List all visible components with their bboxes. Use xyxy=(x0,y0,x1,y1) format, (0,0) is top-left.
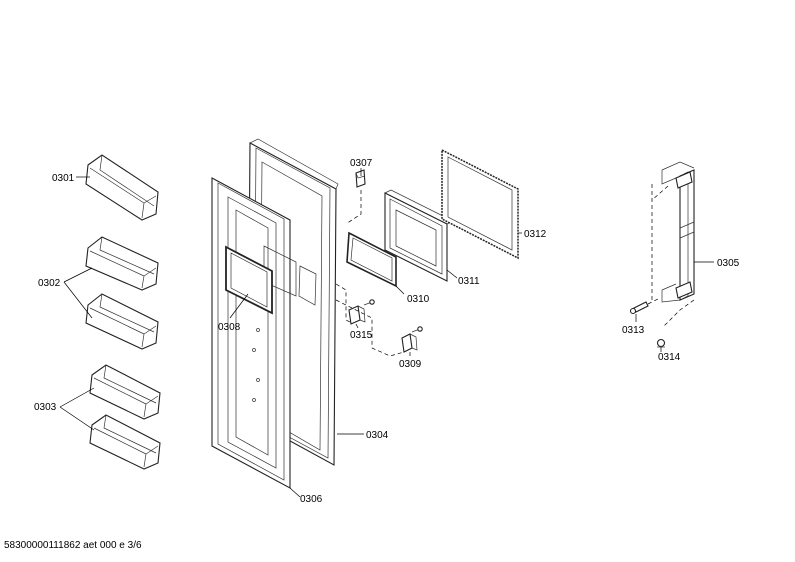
label-0304: 0304 xyxy=(366,430,389,441)
gasket-frame-0312 xyxy=(441,148,519,260)
label-0310: 0310 xyxy=(407,294,430,305)
bracket-0315 xyxy=(348,299,375,325)
label-0307: 0307 xyxy=(350,158,373,169)
label-0312: 0312 xyxy=(524,229,547,240)
label-0301: 0301 xyxy=(52,173,75,184)
label-0303: 0303 xyxy=(34,402,57,413)
door-liner-0306 xyxy=(211,177,297,489)
dispenser-frame-0308 xyxy=(225,245,273,315)
dispenser-housing-0311 xyxy=(384,189,454,282)
door-bin-0303-upper xyxy=(89,364,161,420)
door-bin-0301 xyxy=(85,154,159,221)
document-footer: 58300000111862 aet 000 e 3/6 xyxy=(4,540,142,551)
label-0302: 0302 xyxy=(38,278,61,289)
screw-0313 xyxy=(629,297,661,315)
door-bin-0303-lower xyxy=(89,414,161,470)
label-0315: 0315 xyxy=(350,330,373,341)
clip-0307 xyxy=(355,169,366,188)
label-0311: 0311 xyxy=(458,276,480,287)
label-0313: 0313 xyxy=(622,325,645,336)
handle-0305 xyxy=(651,161,695,327)
label-0306: 0306 xyxy=(300,494,323,505)
door-bin-0302-lower xyxy=(85,293,159,350)
door-bin-0302-upper xyxy=(85,236,159,291)
label-0309: 0309 xyxy=(399,359,422,370)
label-0308: 0308 xyxy=(218,322,241,333)
leader-lines xyxy=(59,168,714,498)
bracket-0309 xyxy=(401,326,423,353)
label-0305: 0305 xyxy=(717,258,740,269)
label-0314: 0314 xyxy=(658,352,681,363)
cap-0314 xyxy=(656,338,666,348)
